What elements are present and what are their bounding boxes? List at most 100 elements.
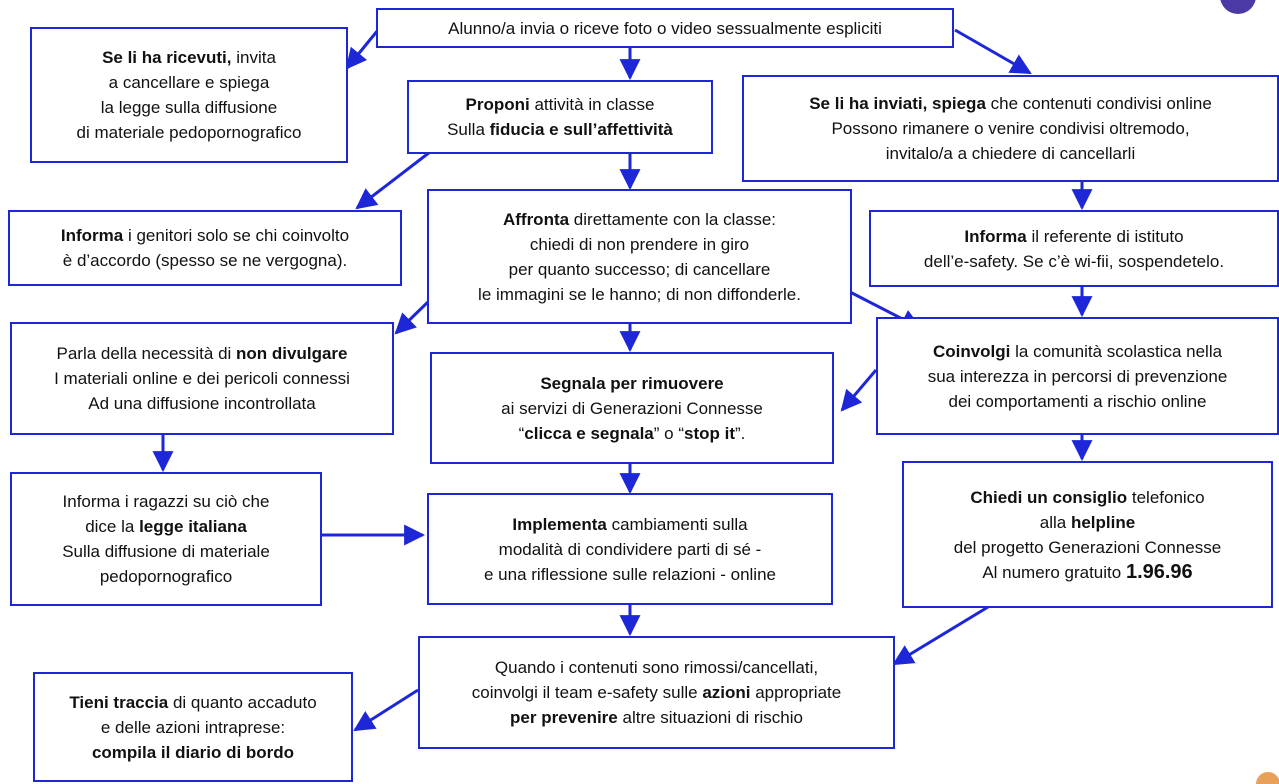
text-segment: Informa <box>964 226 1027 246</box>
box-trigger: Alunno/a invia o riceve foto o video ses… <box>376 8 954 48</box>
text-segment: Alunno/a invia o riceve foto o video ses… <box>448 18 882 38</box>
text-segment: Se li ha ricevuti, <box>102 48 232 67</box>
box-line: è d’accordo (spesso se ne vergogna). <box>63 248 347 273</box>
box-line: alla helpline <box>1040 510 1135 535</box>
box-line: Ad una diffusione incontrollata <box>88 391 315 416</box>
box-line: Informa il referente di istituto <box>964 224 1183 249</box>
text-segment: ” o “ <box>653 423 684 443</box>
text-segment: Quando i contenuti sono rimossi/cancella… <box>494 658 819 677</box>
box-affronta: Affronta direttamente con la classe:chie… <box>427 189 852 324</box>
arrow-received-to-genitori <box>355 150 431 210</box>
text-segment: dei comportamenti a rischio online <box>948 391 1207 411</box>
text-segment: appropriate <box>750 683 842 702</box>
box-line: Parla della necessità di non divulgare <box>56 341 347 366</box>
text-segment: alla <box>1039 512 1071 532</box>
text-segment: Chiedi un consiglio <box>970 487 1128 507</box>
box-line: Informa i genitori solo se chi coinvolto <box>61 223 349 248</box>
text-segment: legge italiana <box>139 517 247 536</box>
text-segment: sua interezza in percorsi di prevenzione <box>927 366 1228 386</box>
box-line: Sulla diffusione di materiale <box>62 539 270 564</box>
text-segment: cambiamenti sulla <box>606 514 748 534</box>
text-segment: Ad una diffusione incontrollata <box>88 394 316 413</box>
text-segment: Implementa <box>512 514 607 534</box>
text-segment: il referente di istituto <box>1026 226 1184 246</box>
text-segment: stop it <box>684 423 735 443</box>
box-line: Implementa cambiamenti sulla <box>512 512 747 537</box>
text-segment: che contenuti condivisi online <box>985 94 1212 113</box>
text-segment: per quanto successo; di cancellare <box>508 259 771 279</box>
text-segment: telefonico <box>1127 487 1205 507</box>
box-line: Possono rimanere o venire condivisi oltr… <box>831 116 1189 141</box>
box-if-received: Se li ha ricevuti, invita a cancellare e … <box>30 27 348 163</box>
text-segment: altre situazioni di rischio <box>617 708 803 727</box>
arrow-top-to-sent <box>954 28 1032 75</box>
box-line: coinvolgi il team e-safety sulle azioni … <box>472 680 841 705</box>
box-line: per quanto successo; di cancellare <box>509 257 771 282</box>
box-line: e una riflessione sulle relazioni - onli… <box>484 562 776 587</box>
corner-decoration <box>1256 772 1279 784</box>
text-segment: ”. <box>735 423 746 443</box>
text-segment: del progetto Generazioni Connesse <box>953 537 1222 557</box>
text-segment: chiedi di non prendere in giro <box>529 234 750 254</box>
text-segment: modalità di condividere parti di sé - <box>498 539 762 559</box>
box-line: Coinvolgi la comunità scolastica nella <box>933 339 1222 364</box>
box-line: Se li ha inviati, spiega che contenuti c… <box>809 91 1212 116</box>
box-line: modalità di condividere parti di sé - <box>499 537 762 562</box>
text-segment: Parla della necessità di <box>56 344 237 363</box>
text-segment: non divulgare <box>236 344 348 363</box>
box-line: dei comportamenti a rischio online <box>949 389 1207 414</box>
text-segment: invitalo/a a chiedere di cancellarli <box>885 144 1136 163</box>
box-informa-ragazzi: Informa i ragazzi su ciò che dice la legg… <box>10 472 322 606</box>
box-line: per prevenire altre situazioni di rischi… <box>510 705 803 730</box>
text-segment: Se li ha inviati, spiega <box>809 94 986 113</box>
box-line: la legge sulla diffusione <box>101 95 277 120</box>
arrow-affronta-to-parla <box>394 298 432 335</box>
text-segment: la comunità scolastica nella <box>1010 341 1223 361</box>
text-segment: invita <box>231 48 276 67</box>
text-segment: per prevenire <box>510 708 618 727</box>
box-line: Se li ha ricevuti, invita <box>102 45 276 70</box>
box-line: Tieni traccia di quanto accaduto <box>69 690 316 715</box>
text-segment: Sulla <box>447 120 490 139</box>
box-line: di materiale pedopornografico <box>77 120 302 145</box>
box-line: “clicca e segnala” o “stop it”. <box>519 421 746 446</box>
box-line: Chiedi un consiglio telefonico <box>970 485 1204 510</box>
arrow-quando-to-tieni <box>353 688 419 732</box>
box-quando: Quando i contenuti sono rimossi/cancella… <box>418 636 895 749</box>
box-line: Sulla fiducia e sull’affettività <box>447 117 673 142</box>
text-segment: compila il diario di bordo <box>91 742 295 762</box>
box-line: Informa i ragazzi su ciò che <box>63 489 270 514</box>
text-segment: e una riflessione sulle relazioni - onli… <box>484 564 776 584</box>
text-segment: e delle azioni intraprese: <box>100 717 286 737</box>
box-line: Segnala per rimuovere <box>540 371 723 396</box>
box-line: le immagini se le hanno; di non diffonde… <box>478 282 801 307</box>
text-segment: dice la <box>85 517 140 536</box>
box-line: dell’e-safety. Se c’è wi-fii, sospendete… <box>924 249 1224 274</box>
text-segment: di quanto accaduto <box>168 692 317 712</box>
text-segment: clicca e segnala <box>524 423 654 443</box>
box-line: sua interezza in percorsi di prevenzione <box>928 364 1228 389</box>
text-segment: “ <box>518 423 525 443</box>
box-line: invitalo/a a chiedere di cancellarli <box>886 141 1135 166</box>
text-segment: Sulla diffusione di materiale <box>62 542 270 561</box>
box-line: del progetto Generazioni Connesse <box>954 535 1221 560</box>
text-segment: Affronta <box>502 209 570 229</box>
box-line: compila il diario di bordo <box>92 740 294 765</box>
box-line: chiedi di non prendere in giro <box>530 232 749 257</box>
box-line: Proponi attività in classe <box>466 92 655 117</box>
text-segment: a cancellare e spiega <box>108 73 270 92</box>
text-segment: Coinvolgi <box>932 341 1011 361</box>
text-segment: pedopornografico <box>99 567 233 586</box>
arrow-top-to-received <box>345 29 380 70</box>
box-informa-genitori: Informa i genitori solo se chi coinvolto… <box>8 210 402 286</box>
box-line: Al numero gratuito 1.96.96 <box>982 560 1192 585</box>
text-segment: i genitori solo se chi coinvolto <box>123 226 350 245</box>
box-line: Affronta direttamente con la classe: <box>503 207 776 232</box>
text-segment: I materiali online e dei pericoli connes… <box>54 369 350 388</box>
box-line: a cancellare e spiega <box>109 70 270 95</box>
